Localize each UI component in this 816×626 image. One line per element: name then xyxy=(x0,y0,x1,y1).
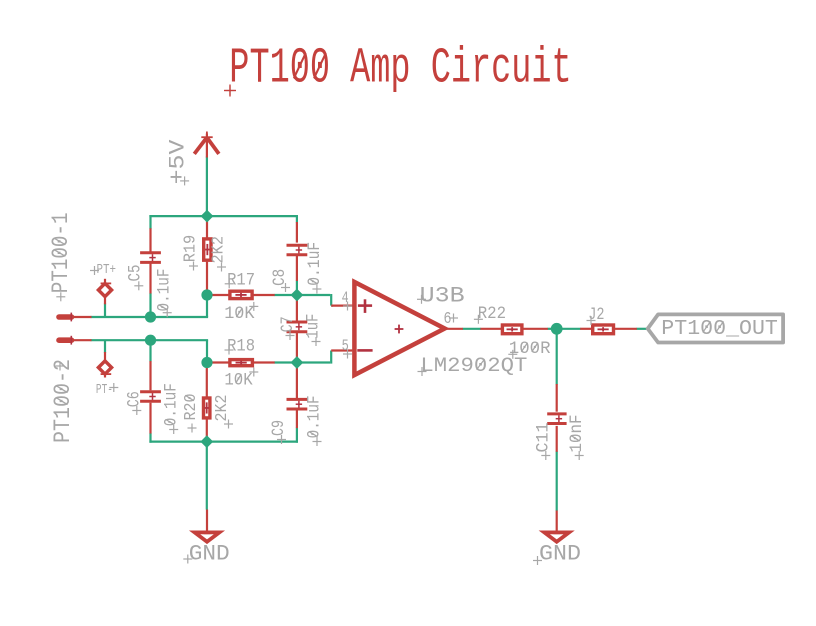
svg-text:C7: C7 xyxy=(278,316,298,332)
svg-text:C6: C6 xyxy=(124,391,144,407)
svg-text:C11: C11 xyxy=(533,423,553,453)
svg-text:R22: R22 xyxy=(478,304,506,324)
svg-text:PT100-1: PT100-1 xyxy=(48,213,74,294)
svg-text:GND: GND xyxy=(189,541,230,566)
svg-text:0.1uF: 0.1uF xyxy=(305,395,325,438)
svg-text:100R: 100R xyxy=(509,339,551,359)
svg-text:5: 5 xyxy=(342,337,349,355)
svg-text:0.1uF: 0.1uF xyxy=(161,383,181,426)
svg-text:R20: R20 xyxy=(180,394,200,421)
svg-text:2K2: 2K2 xyxy=(211,395,231,422)
svg-text:0.1uF: 0.1uF xyxy=(305,242,325,286)
svg-text:R18: R18 xyxy=(227,337,255,357)
svg-text:PT100-2: PT100-2 xyxy=(51,359,77,443)
svg-text:C9: C9 xyxy=(269,420,289,436)
svg-text:6: 6 xyxy=(444,310,452,329)
svg-text:+5V: +5V xyxy=(167,140,191,185)
svg-text:PT+: PT+ xyxy=(97,262,117,278)
svg-text:4: 4 xyxy=(342,289,349,307)
svg-text:C5: C5 xyxy=(125,265,145,282)
svg-text:10K: 10K xyxy=(224,370,252,390)
svg-text:U3B: U3B xyxy=(420,284,465,309)
svg-text:10nF: 10nF xyxy=(567,415,587,453)
svg-text:PT100_OUT: PT100_OUT xyxy=(661,317,778,341)
svg-text:GND: GND xyxy=(539,541,581,566)
svg-text:R17: R17 xyxy=(227,271,255,291)
svg-text:PT100 Amp Circuit: PT100 Amp Circuit xyxy=(229,41,571,97)
svg-text:2K2: 2K2 xyxy=(208,236,228,264)
svg-text:LM2902QT: LM2902QT xyxy=(420,355,527,378)
svg-text:0.1uF: 0.1uF xyxy=(154,269,174,312)
svg-text:1uF: 1uF xyxy=(304,314,324,339)
svg-text:10K: 10K xyxy=(224,304,254,324)
svg-text:PT-: PT- xyxy=(96,382,113,398)
svg-text:R19: R19 xyxy=(180,235,200,263)
svg-text:C8: C8 xyxy=(270,269,290,286)
